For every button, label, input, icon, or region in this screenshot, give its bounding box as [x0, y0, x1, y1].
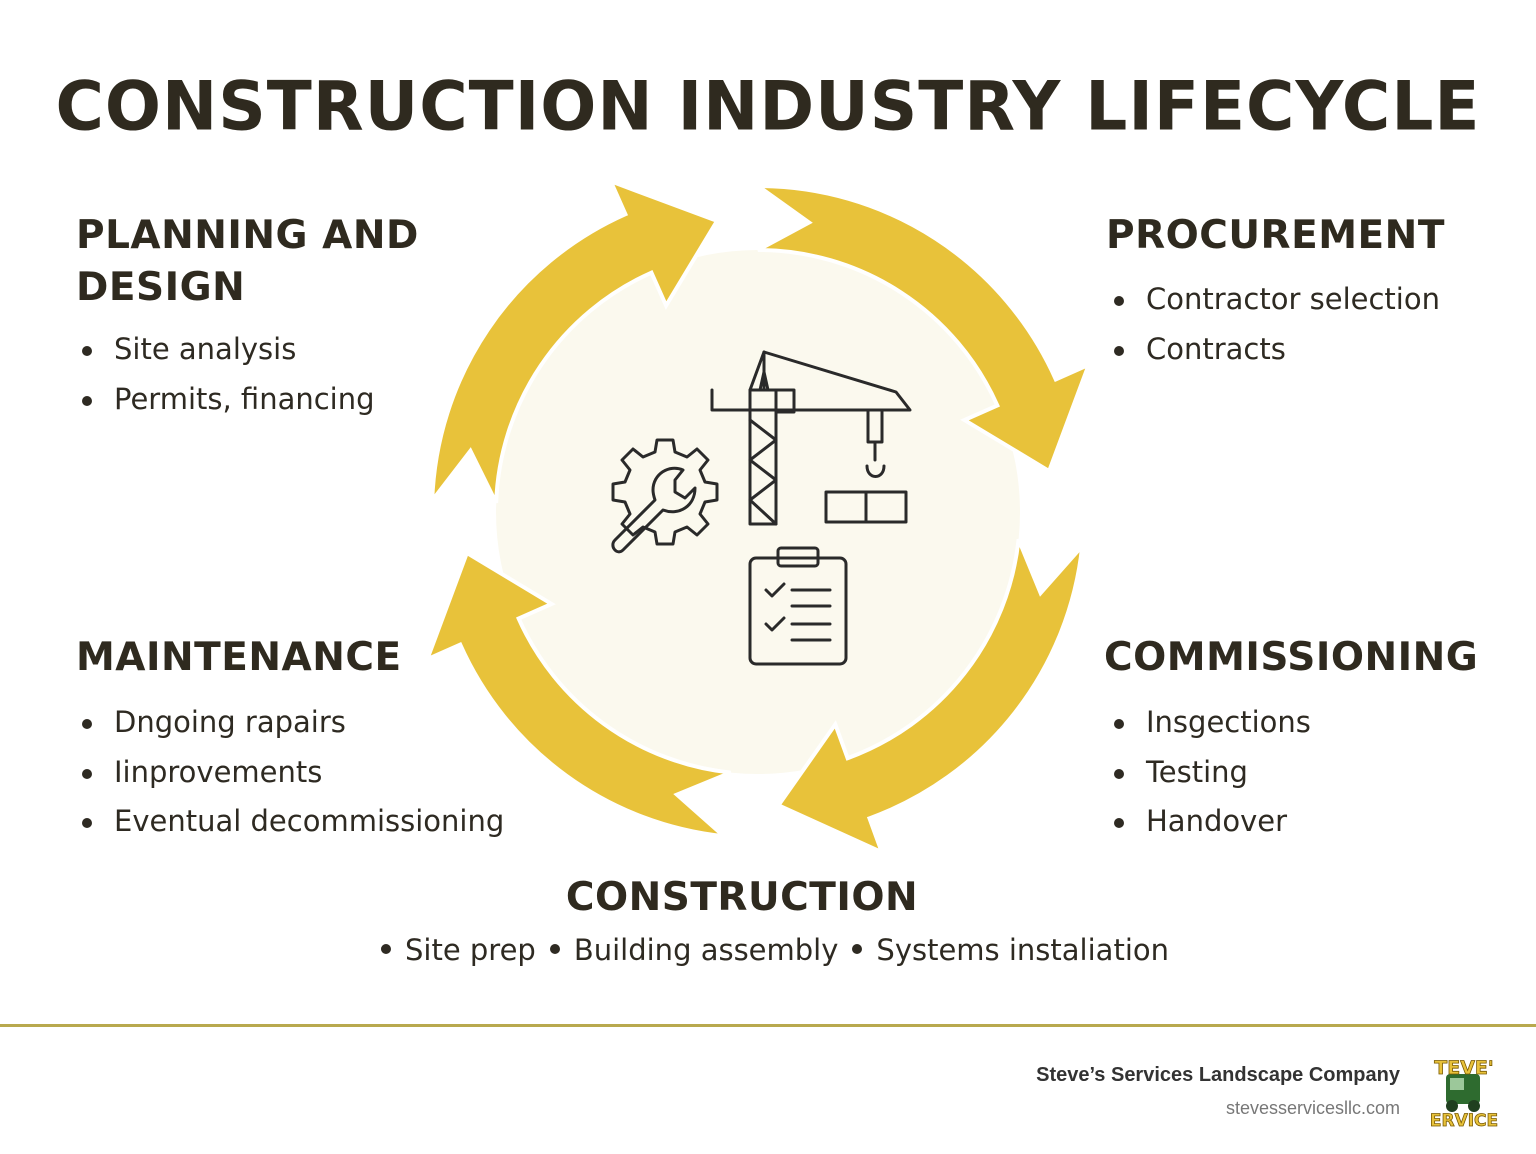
page-title: CONSTRUCTION INDUSTRY LIFECYCLE: [55, 67, 1481, 146]
construction-list: Site prep Building assembly Systems instal…: [0, 928, 1536, 972]
arrow-top: [429, 177, 721, 507]
list-item: Handover: [1108, 797, 1311, 847]
list-item: Contractor selection: [1108, 275, 1440, 325]
phase-heading-maintenance: MAINTENANCE: [76, 635, 402, 680]
company-website: stevesservicesllc.com: [1225, 1098, 1400, 1118]
phase-heading-planning: PLANNING AND DESIGN: [76, 210, 419, 314]
center-circle: [496, 250, 1020, 774]
phase-heading-commissioning: COMMISSIONING: [1104, 635, 1479, 680]
list-item: Iinprovements: [76, 748, 504, 798]
company-logo: TEVE' ERVICE: [1420, 1054, 1508, 1130]
bullet-dot: [380, 944, 391, 954]
list-item: Contracts: [1108, 325, 1440, 375]
bullet-dot: [852, 944, 863, 954]
list-item: Site prep: [404, 933, 536, 967]
maintenance-list: Dngoing rapairs Iinprovements Eventual d…: [76, 698, 504, 847]
list-item: Building assembly: [573, 933, 839, 967]
list-item: Testing: [1108, 748, 1311, 798]
list-item: Dngoing rapairs: [76, 698, 504, 748]
arrow-left: [423, 549, 732, 839]
arrow-bottom: [775, 538, 1085, 856]
heading-line: DESIGN: [76, 265, 246, 310]
arrow-right: [751, 183, 1093, 475]
heading-line: PLANNING AND: [76, 213, 419, 258]
gear-wrench-icon: [611, 438, 719, 554]
list-item: Eventual decommissioning: [76, 797, 504, 847]
phase-heading-construction: CONSTRUCTION: [565, 875, 919, 920]
phase-heading-procurement: PROCUREMENT: [1106, 213, 1445, 258]
planning-list: Site analysis Permits, financing: [76, 325, 375, 424]
footer-divider: [0, 1024, 1536, 1027]
logo-text-top: TEVE': [1434, 1057, 1493, 1079]
list-item: Insgections: [1108, 698, 1311, 748]
checklist-clipboard-icon: [748, 546, 848, 666]
list-item: Systems instaliation: [876, 933, 1169, 967]
logo-text-bottom: ERVICE: [1430, 1111, 1498, 1130]
list-item: Permits, financing: [76, 375, 375, 425]
company-name: Steve’s Services Landscape Company: [1036, 1064, 1400, 1086]
procurement-list: Contractor selection Contracts: [1108, 275, 1440, 374]
crane-icon: [710, 350, 912, 526]
cycle-arrows: [423, 177, 1093, 856]
bullet-dot: [549, 944, 560, 954]
commissioning-list: Insgections Testing Handover: [1108, 698, 1311, 847]
list-item: Site analysis: [76, 325, 375, 375]
